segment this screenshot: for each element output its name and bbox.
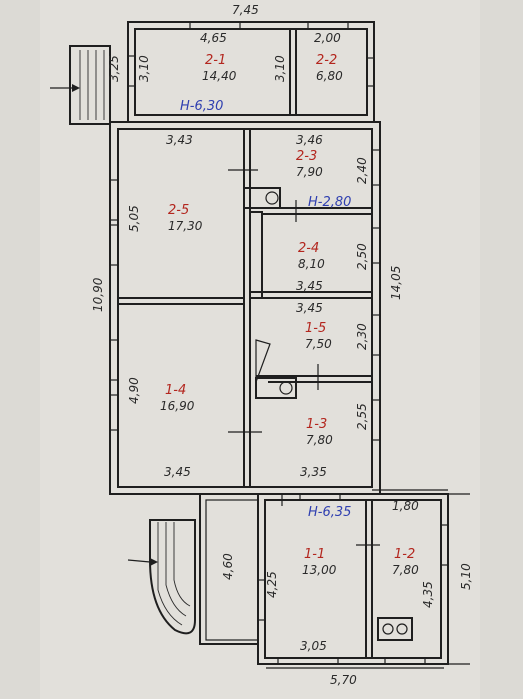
room-name-1-2: 1-2 — [394, 547, 415, 562]
room-name-2-2: 2-2 — [316, 53, 337, 68]
room-area-1-1: 13,00 — [302, 563, 337, 577]
room-area-1-2: 7,80 — [392, 563, 419, 577]
dim-2-30: 2,30 — [355, 323, 369, 350]
dim-4-35: 4,35 — [421, 581, 435, 608]
room-name-2-1: 2-1 — [205, 53, 226, 68]
height-label-upper: H-6,30 — [180, 99, 223, 114]
overall-side-height: 14,05 — [389, 266, 403, 300]
dim-5-05: 5,05 — [127, 205, 141, 232]
room-area-1-3: 7,80 — [306, 433, 333, 447]
room-name-1-4: 1-4 — [165, 383, 186, 398]
dim-3-45-a: 3,45 — [296, 279, 323, 293]
dim-3-25: 3,25 — [107, 55, 121, 82]
room-dimensions: 4,65 2,00 3,25 3,10 3,10 3,43 3,46 2,40 … — [107, 31, 435, 653]
entrance-stairs-bottom — [127, 519, 196, 635]
room-area-1-4: 16,90 — [160, 399, 195, 413]
dim-4-65: 4,65 — [200, 31, 227, 45]
dim-3-05: 3,05 — [300, 639, 327, 653]
overall-right-extension: 5,10 — [459, 563, 473, 590]
dim-3-10-left: 3,10 — [137, 55, 151, 82]
room-name-2-3: 2-3 — [296, 149, 317, 164]
dim-4-90: 4,90 — [127, 377, 141, 404]
room-name-1-1: 1-1 — [304, 547, 325, 562]
room-name-1-3: 1-3 — [306, 417, 327, 432]
overall-dimensions: 7,45 14,05 10,90 5,70 5,10 — [91, 3, 473, 687]
dim-3-46: 3,46 — [296, 133, 323, 147]
room-name-2-4: 2-4 — [298, 241, 319, 256]
overall-top-width: 7,45 — [232, 3, 259, 17]
dim-1-80: 1,80 — [392, 499, 419, 513]
room-name-2-5: 2-5 — [168, 203, 189, 218]
dim-2-40: 2,40 — [355, 157, 369, 184]
dim-3-45-b: 3,45 — [296, 301, 323, 315]
room-area-2-2: 6,80 — [316, 69, 343, 83]
room-area-2-5: 17,30 — [168, 219, 203, 233]
dim-2-55: 2,55 — [355, 403, 369, 430]
room-name-1-5: 1-5 — [305, 321, 326, 336]
room-area-1-5: 7,50 — [305, 337, 332, 351]
room-labels: 2-1 14,40 2-2 6,80 2-3 7,90 2-4 8,10 2-5… — [160, 53, 419, 577]
overall-bottom-width: 5,70 — [330, 673, 357, 687]
height-labels: H-6,30 H-2,80 H-6,35 — [180, 99, 351, 520]
entrance-stairs-top — [50, 45, 111, 125]
room-area-2-3: 7,90 — [296, 165, 323, 179]
dim-4-25: 4,25 — [265, 571, 279, 598]
dim-3-43: 3,43 — [166, 133, 193, 147]
room-area-2-1: 14,40 — [202, 69, 237, 83]
dim-4-60: 4,60 — [221, 553, 235, 580]
dim-3-35: 3,35 — [300, 465, 327, 479]
dimension-lines — [266, 489, 470, 669]
overall-left-length: 10,90 — [91, 277, 105, 312]
height-label-lower: H-6,35 — [308, 505, 351, 520]
dim-2-00: 2,00 — [314, 31, 341, 45]
dim-3-10-mid: 3,10 — [273, 55, 287, 82]
dim-2-50: 2,50 — [355, 243, 369, 270]
room-area-2-4: 8,10 — [298, 257, 325, 271]
lower-block — [199, 493, 449, 665]
height-label-mid: H-2,80 — [308, 195, 351, 210]
dim-3-45-c: 3,45 — [164, 465, 191, 479]
